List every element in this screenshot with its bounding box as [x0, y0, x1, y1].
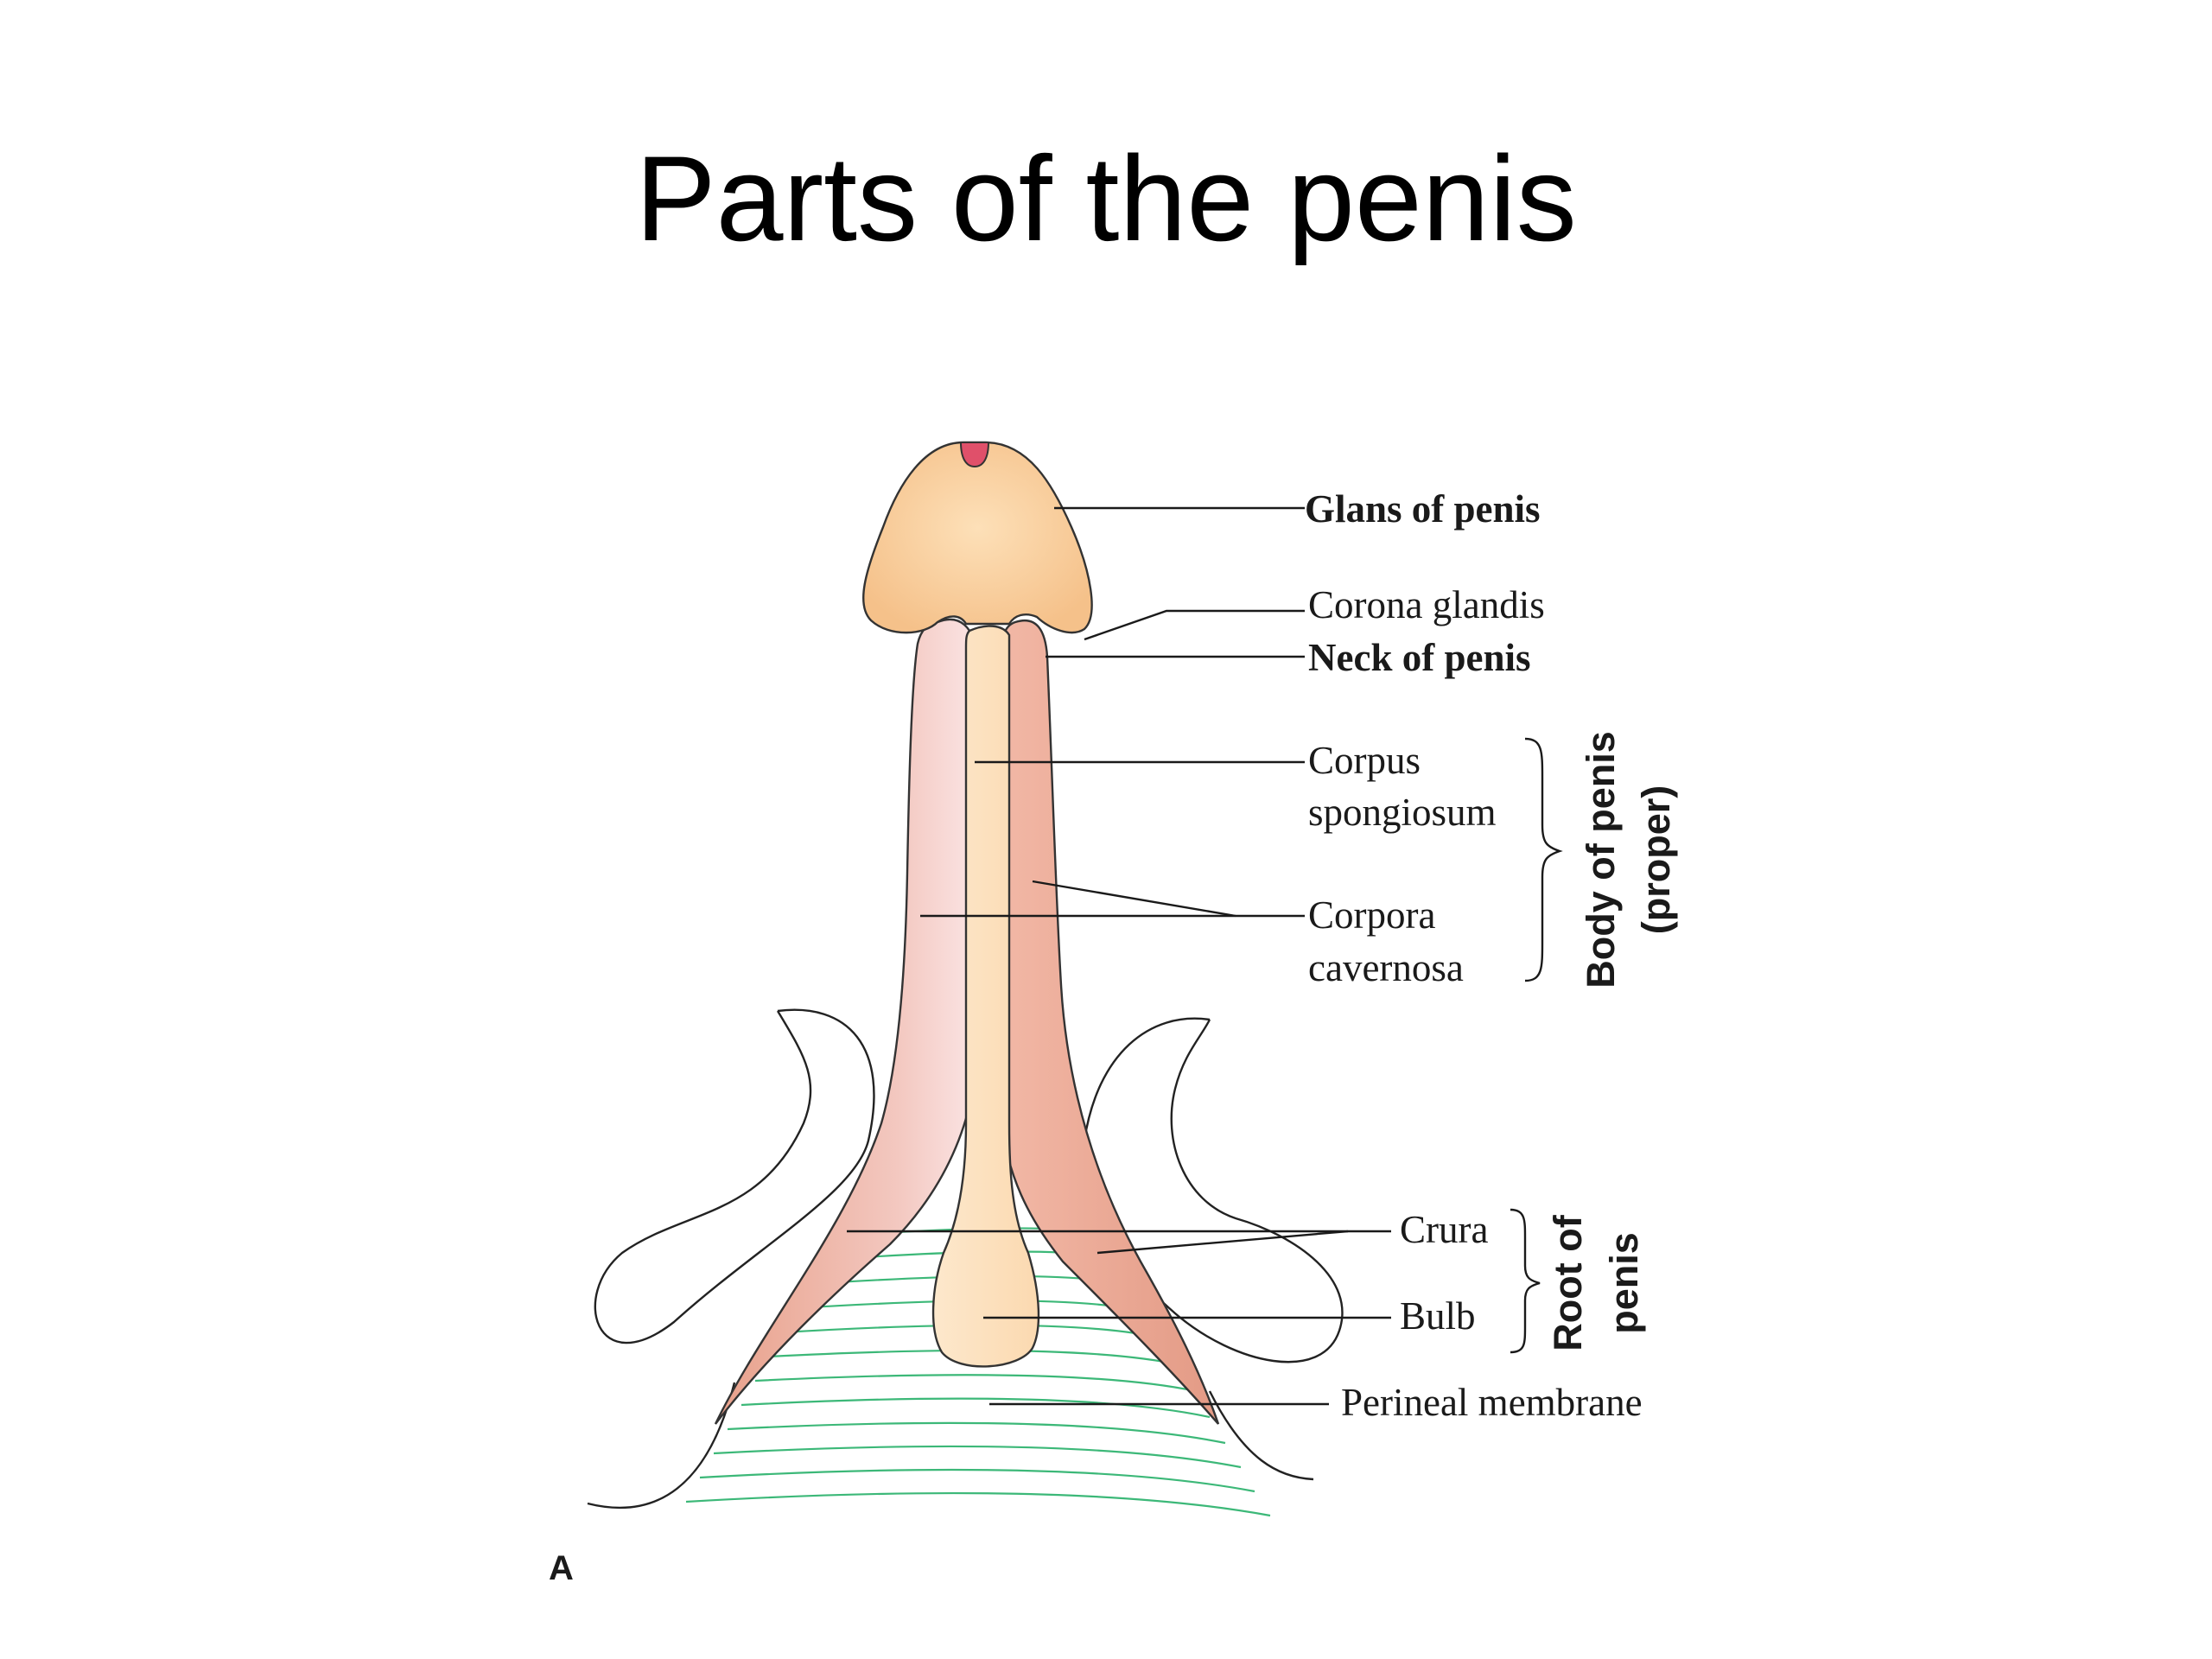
group-label-root-line1: Root of: [1546, 1214, 1590, 1351]
label-cavernosa-line1: Corpora: [1308, 893, 1435, 937]
membrane-fiber: [741, 1397, 1211, 1419]
label-spongiosum-line2: spongiosum: [1308, 791, 1497, 834]
membrane-fiber: [685, 1491, 1271, 1517]
leader-lines: [847, 506, 1391, 1406]
group-label-root-line2: penis: [1602, 1232, 1646, 1334]
glans: [861, 441, 1093, 634]
label-cavernosa-line2: cavernosa: [1308, 946, 1464, 989]
brace-body: [1524, 737, 1563, 982]
label-glans: Glans of penis: [1305, 487, 1541, 531]
label-corona: Corona glandis: [1308, 583, 1545, 626]
left-corpus-cavernosum: [714, 618, 978, 1425]
group-label-body-line2: (proper): [1634, 785, 1678, 935]
label-perineal-membrane: Perineal membrane: [1341, 1381, 1643, 1424]
membrane-fiber: [727, 1421, 1226, 1445]
slide-title: Parts of the penis: [635, 130, 1577, 266]
leader-crura-right: [1096, 1230, 1349, 1255]
group-label-body-line1: Body of penis: [1579, 731, 1623, 988]
leader-corona: [1084, 609, 1305, 641]
label-neck: Neck of penis: [1308, 636, 1531, 679]
membrane-fiber: [699, 1468, 1255, 1493]
brace-root: [1510, 1208, 1541, 1354]
membrane-fiber: [713, 1445, 1242, 1469]
label-bulb: Bulb: [1400, 1294, 1476, 1338]
membrane-fiber: [754, 1374, 1197, 1393]
urethral-meatus: [959, 442, 990, 468]
label-spongiosum-line1: Corpus: [1308, 739, 1421, 782]
lower-right-outline: [1208, 1390, 1314, 1481]
corpus-spongiosum: [931, 625, 1040, 1368]
left-tissue-outline: [594, 1008, 875, 1344]
right-corpus-cavernosum: [999, 620, 1220, 1425]
label-crura: Crura: [1400, 1208, 1488, 1251]
figure-letter: A: [549, 1549, 574, 1587]
leader-cavernosa-right: [1032, 880, 1236, 918]
lower-left-outline: [587, 1382, 736, 1510]
